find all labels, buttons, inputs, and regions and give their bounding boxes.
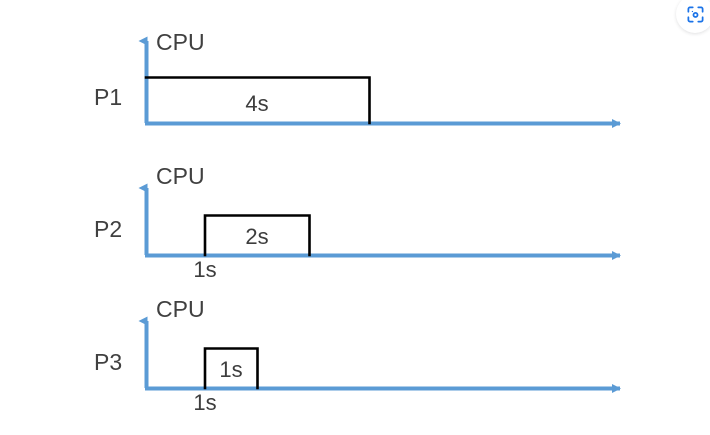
chart-p3-process-label: P3 xyxy=(94,349,123,375)
chart-p2-tick-label: 1s xyxy=(193,257,217,282)
chart-p1-bar[interactable] xyxy=(144,76,371,125)
chart-p2-process-label: P2 xyxy=(94,216,123,242)
chart-p1-axes xyxy=(138,36,621,128)
chart-p2-bar-label: 2s xyxy=(245,224,269,249)
chart-p3-axes xyxy=(138,316,621,393)
chart-p3-tick-label: 1s xyxy=(193,390,217,415)
chart-p3-axis-title: CPU xyxy=(156,296,205,322)
chart-p2-axes xyxy=(138,183,621,260)
chart-p3-bar-label: 1s xyxy=(219,357,243,382)
chart-p3-bar[interactable] xyxy=(203,347,259,390)
lens-scan-icon xyxy=(686,5,705,24)
chart-p2-axis-title: CPU xyxy=(156,163,205,189)
chart-p2-bar[interactable] xyxy=(203,214,311,257)
chart-p1-axis-title: CPU xyxy=(156,29,205,55)
lens-search-button[interactable] xyxy=(676,0,710,33)
chart-p1-process-label: P1 xyxy=(94,84,123,110)
chart-p1-bar-label: 4s xyxy=(245,91,269,116)
